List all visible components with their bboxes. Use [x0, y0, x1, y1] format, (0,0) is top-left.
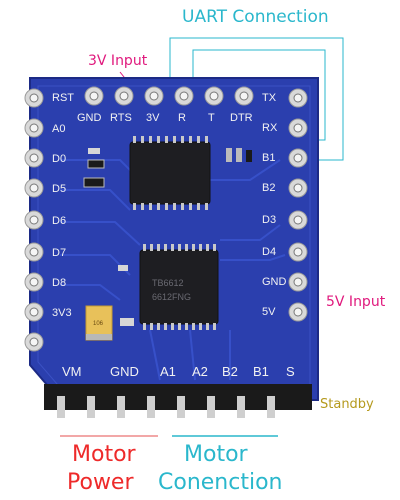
tantalum-capacitor: 106	[85, 305, 113, 341]
right-pin-label-d3: D3	[262, 214, 277, 226]
motor-connection-caption-line1: Motor	[184, 442, 248, 467]
pin-headers	[24, 86, 308, 352]
smd-components	[83, 148, 252, 326]
right-pin-label-rx: RX	[262, 122, 278, 134]
bottom-pin-label-b2: B2	[222, 364, 238, 379]
left-pin-label-3v3: 3V3	[52, 307, 72, 319]
bottom-pin-label-a2: A2	[192, 364, 208, 379]
left-pin-label-a0: A0	[52, 123, 66, 135]
top-pin-label-3v: 3V	[146, 112, 160, 124]
bottom-pin-label-gnd: GND	[110, 364, 139, 379]
left-pin-label-d6: D6	[52, 215, 67, 227]
bottom-header	[44, 384, 312, 418]
uart-chip	[129, 141, 211, 205]
uart-connection-label: UART Connection	[182, 7, 329, 27]
bottom-pin-label-vm: VM	[62, 364, 82, 379]
right-pin-label-d4: D4	[262, 246, 277, 258]
motor-power-caption-line1: Motor	[72, 442, 136, 467]
left-pin-label-rst: RST	[52, 92, 74, 104]
top-pin-label-r: R	[178, 112, 186, 124]
top-pin-label-rts: RTS	[110, 112, 132, 124]
motor-power-caption-line2: Power	[67, 470, 134, 495]
chip-marking: TB6612	[152, 278, 184, 288]
right-pin-label-tx: TX	[262, 92, 277, 104]
right-pin-label-gnd: GND	[262, 276, 287, 288]
bottom-pin-label-a1: A1	[160, 364, 176, 379]
left-pin-label-d8: D8	[52, 277, 67, 289]
left-pin-label-d7: D7	[52, 247, 67, 259]
input-5v-label: 5V Input	[326, 294, 386, 310]
top-pin-label-dtr: DTR	[230, 112, 253, 124]
chip-marking: 6612FNG	[152, 292, 191, 302]
standby-label: Standby	[320, 397, 374, 412]
motor-connection-caption-line2: Conenction	[158, 470, 283, 495]
bottom-pin-label-s: S	[286, 364, 295, 379]
input-3v-label: 3V Input	[88, 53, 148, 69]
left-pin-label-d5: D5	[52, 183, 67, 195]
right-pin-label-5v: 5V	[262, 306, 276, 318]
left-pin-label-d0: D0	[52, 153, 67, 165]
bottom-pin-label-b1: B1	[253, 364, 269, 379]
top-pin-label-gnd: GND	[77, 112, 102, 124]
right-pin-label-b1: B1	[262, 152, 276, 164]
right-pin-label-b2: B2	[262, 182, 276, 194]
svg-text:106: 106	[93, 321, 104, 327]
top-pin-label-t: T	[208, 112, 215, 124]
